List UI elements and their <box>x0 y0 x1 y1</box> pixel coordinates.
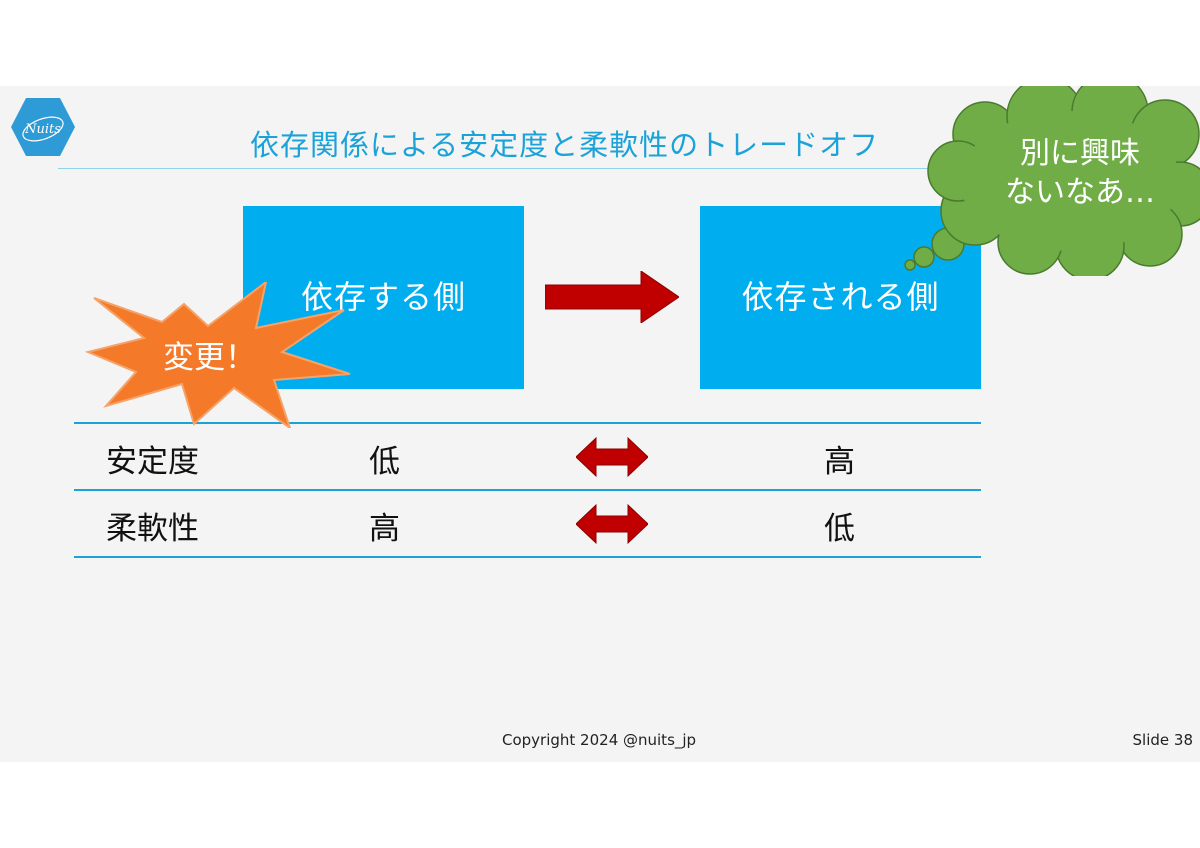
change-burst-label: 変更！ <box>163 340 256 376</box>
depending-side-label: 依存する側 <box>300 277 466 316</box>
double-arrow-icon <box>576 436 648 478</box>
nuits-logo: Nuits <box>11 98 75 156</box>
table-line-middle <box>74 489 981 491</box>
depended-side-label: 依存される側 <box>741 277 940 316</box>
slide: Nuits 依存関係による安定度と柔軟性のトレードオフ 依存する側 依存される側… <box>0 86 1200 762</box>
row-stability-depended: 高 <box>824 444 855 480</box>
slide-title: 依存関係による安定度と柔軟性のトレードオフ <box>250 128 880 162</box>
table-line-top <box>74 422 981 424</box>
thought-bubble-text: 別に興味 ないなあ… <box>975 134 1185 212</box>
row-label-stability: 安定度 <box>106 444 199 480</box>
thought-line-2: ないなあ… <box>1005 175 1155 210</box>
row-stability-depending: 低 <box>369 444 400 480</box>
footer-copyright: Copyright 2024 @nuits_jp <box>502 731 697 749</box>
row-label-flexibility: 柔軟性 <box>106 511 199 547</box>
logo-text: Nuits <box>24 122 61 137</box>
slide-number: Slide 38 <box>1132 731 1193 749</box>
double-arrow-icon <box>576 503 648 545</box>
explosion-burst-icon <box>84 282 351 428</box>
title-divider <box>58 168 940 169</box>
dependency-arrow-icon <box>545 271 679 323</box>
table-line-bottom <box>74 556 981 558</box>
thought-cloud-icon <box>904 86 1200 276</box>
thought-line-1: 別に興味 <box>1020 136 1140 171</box>
row-flexibility-depended: 低 <box>824 511 855 547</box>
row-flexibility-depending: 高 <box>369 511 400 547</box>
